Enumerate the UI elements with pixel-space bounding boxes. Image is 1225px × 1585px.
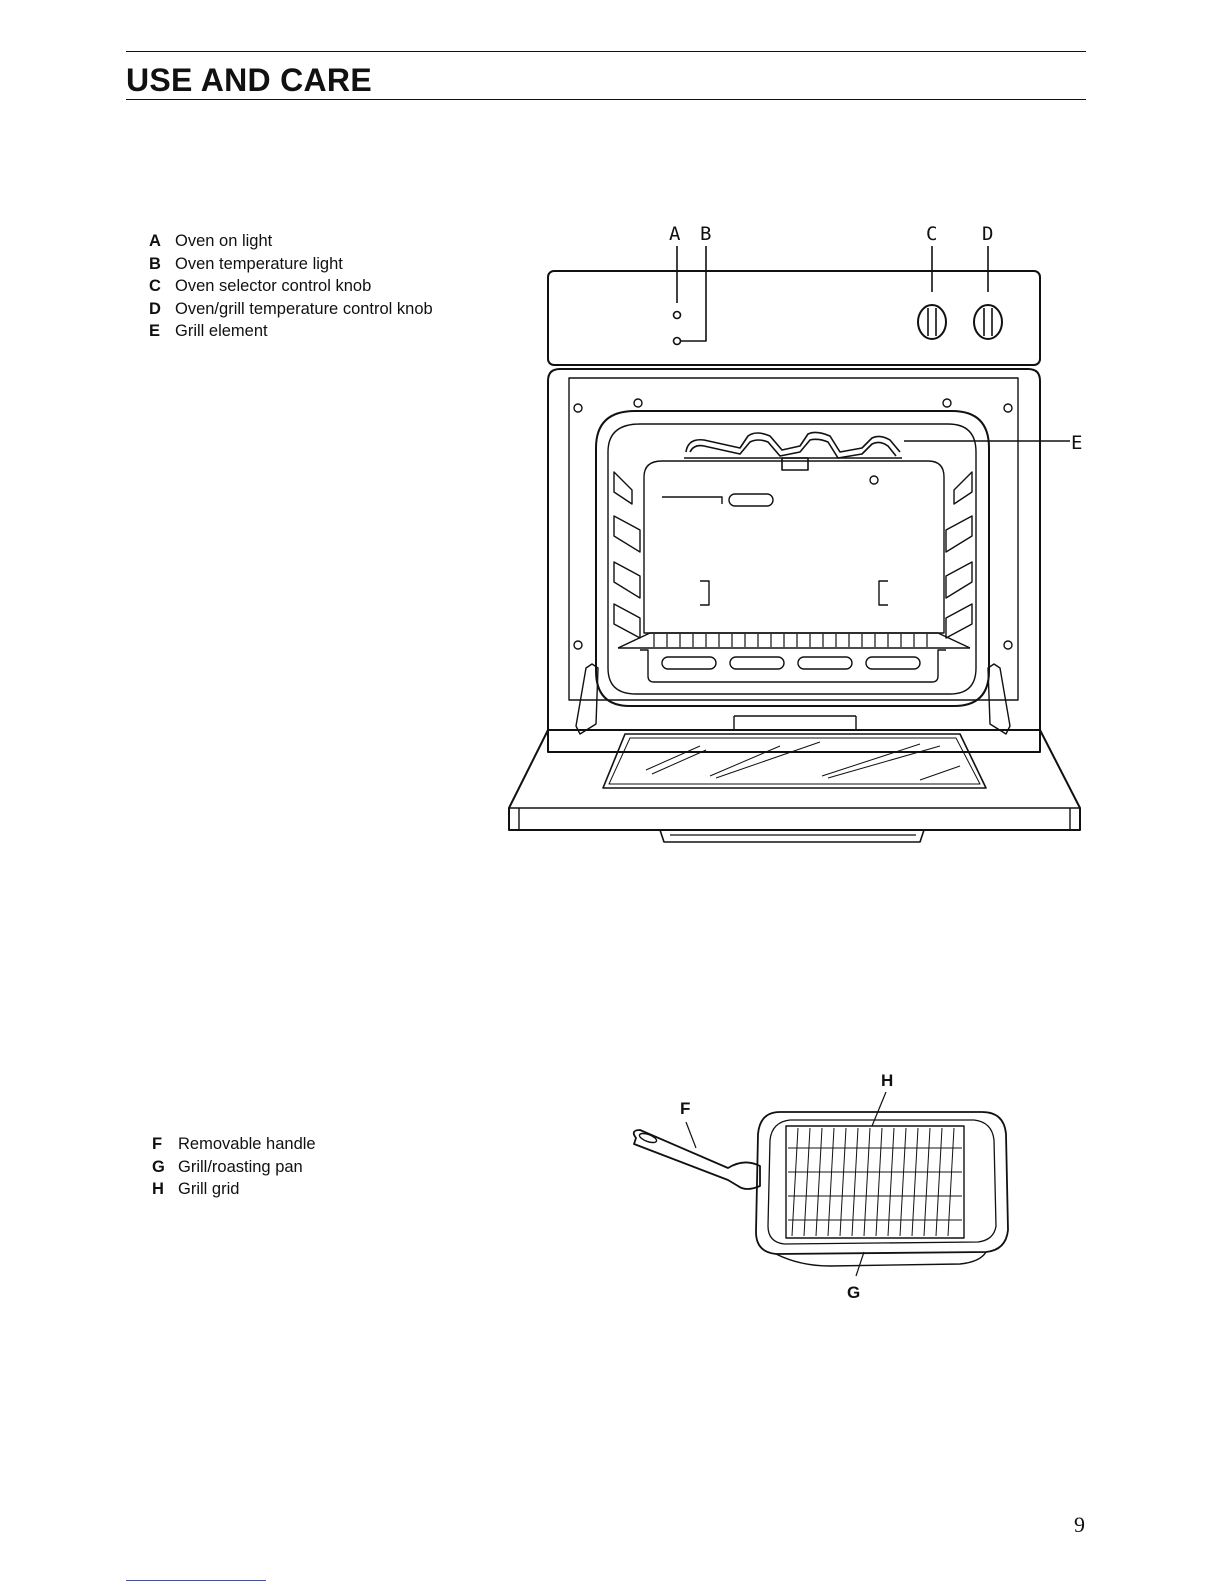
callout-c: C [926,223,937,245]
callout-a: A [669,223,681,245]
page-number: 9 [1074,1512,1085,1538]
footer-link-underline [126,1580,266,1581]
callout-b: B [700,223,711,245]
oven-selector-knob-icon [918,305,946,339]
door-handle-icon [660,830,924,842]
callout-f: F [680,1099,690,1118]
oven-shelf [618,633,970,648]
callout-e: E [1071,432,1082,454]
oven-cavity [596,411,989,706]
callout-g: G [847,1283,860,1302]
grill-pan-illustration [634,1092,1008,1276]
removable-handle-icon [634,1130,760,1189]
oven-temperature-light-icon [674,338,681,345]
door-window [603,734,986,788]
temperature-knob-icon [974,305,1002,339]
oven-door [509,730,1080,830]
callout-h: H [881,1071,893,1090]
callout-d: D [982,223,993,245]
grill-element-icon [684,432,902,470]
oven-on-light-icon [674,312,681,319]
control-panel [548,271,1040,365]
